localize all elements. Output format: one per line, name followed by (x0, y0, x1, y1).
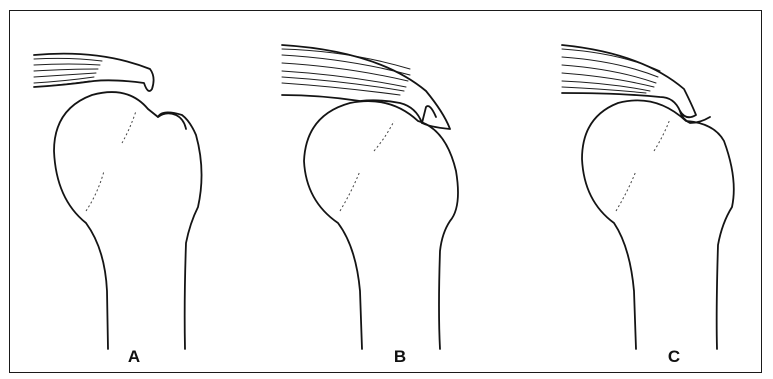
panel-a: A (10, 11, 260, 374)
panel-b: B (260, 11, 510, 374)
tendon-a (34, 54, 154, 91)
humerus-drawing-c (510, 11, 760, 374)
tendon-fibers-c (562, 49, 660, 93)
tendon-fibers-a (34, 58, 102, 87)
humerus-drawing-b (260, 11, 510, 374)
panel-label-b: B (380, 347, 420, 367)
humerus-drawing-a (10, 11, 260, 374)
panel-c: C (510, 11, 760, 374)
tendon-b (282, 45, 450, 129)
panel-label-c: C (654, 347, 694, 367)
tendon-fibers-b (282, 49, 410, 95)
humerus-outline-c (582, 100, 734, 349)
humerus-outline-a (54, 92, 202, 349)
panel-label-a: A (114, 347, 154, 367)
humerus-outline-b (304, 101, 458, 349)
figure-frame: A B (9, 10, 762, 373)
